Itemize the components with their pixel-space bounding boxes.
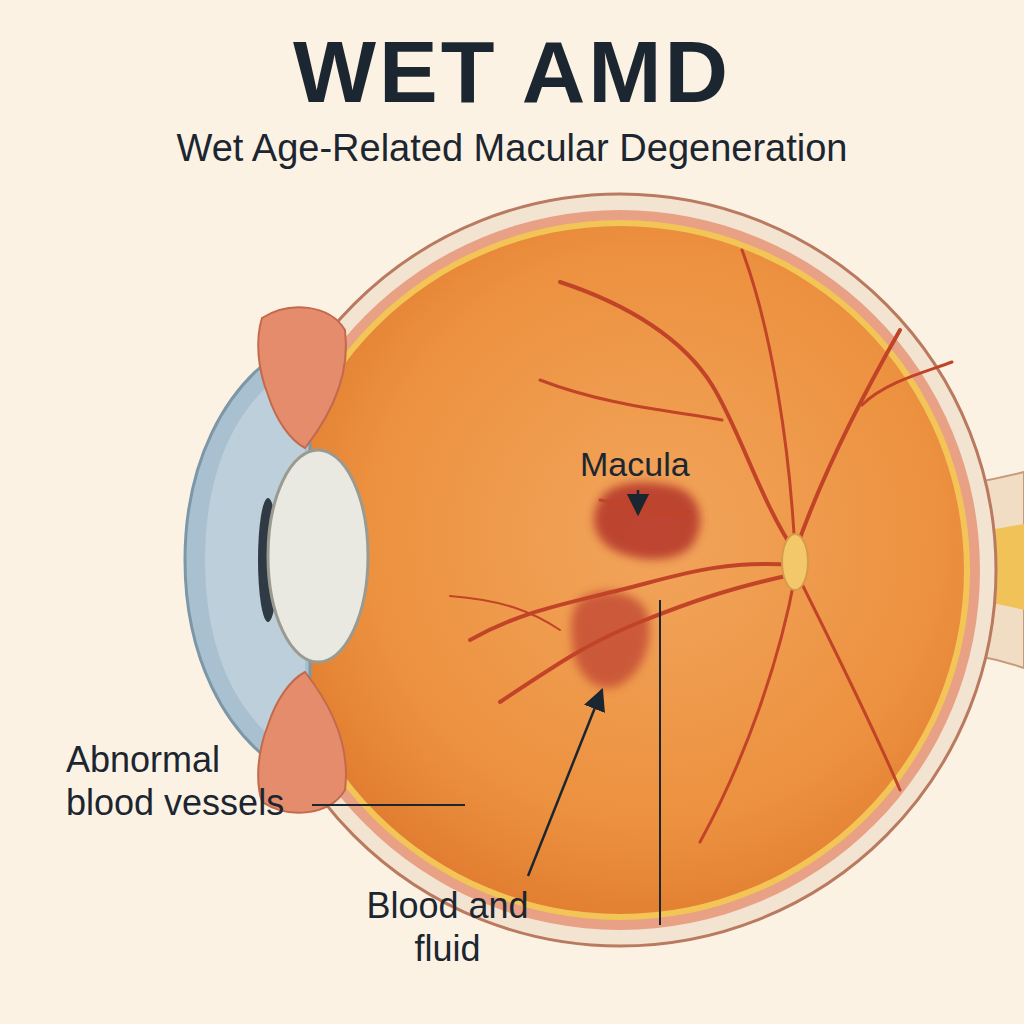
blood-vessel (742, 250, 795, 552)
blood-vessel (560, 282, 795, 552)
retina-layer (270, 220, 970, 920)
blood-vessel (540, 380, 722, 420)
blood-vessel (470, 564, 795, 640)
blood-vessel (700, 576, 795, 842)
part-label: Blood and fluid (350, 884, 545, 970)
blood-vessel (862, 362, 952, 405)
blood-vessels (450, 250, 952, 842)
sclera (244, 194, 996, 946)
retina (276, 226, 964, 914)
fluid-leak (571, 592, 649, 689)
leader-arrow (528, 690, 602, 876)
diagram-title: WET AMD (0, 28, 1024, 116)
blood-vessel (600, 500, 690, 514)
leader-line (312, 804, 465, 806)
leader-line (659, 600, 661, 925)
blood-vessel (795, 330, 900, 552)
part-label: Abnormal blood vessels (66, 738, 298, 824)
choroid (260, 210, 980, 930)
blood-vessel (500, 574, 795, 702)
blood-vessel (795, 570, 900, 790)
optic-disc (782, 534, 808, 590)
iris-upper (258, 307, 346, 448)
lens (268, 450, 368, 662)
hemorrhage (594, 482, 700, 559)
leader-arrow (637, 490, 640, 514)
blood-vessel (450, 596, 560, 630)
subtitle: Wet Age-Related Macular Degeneration (0, 126, 1024, 172)
part-label: Macula (580, 444, 720, 485)
